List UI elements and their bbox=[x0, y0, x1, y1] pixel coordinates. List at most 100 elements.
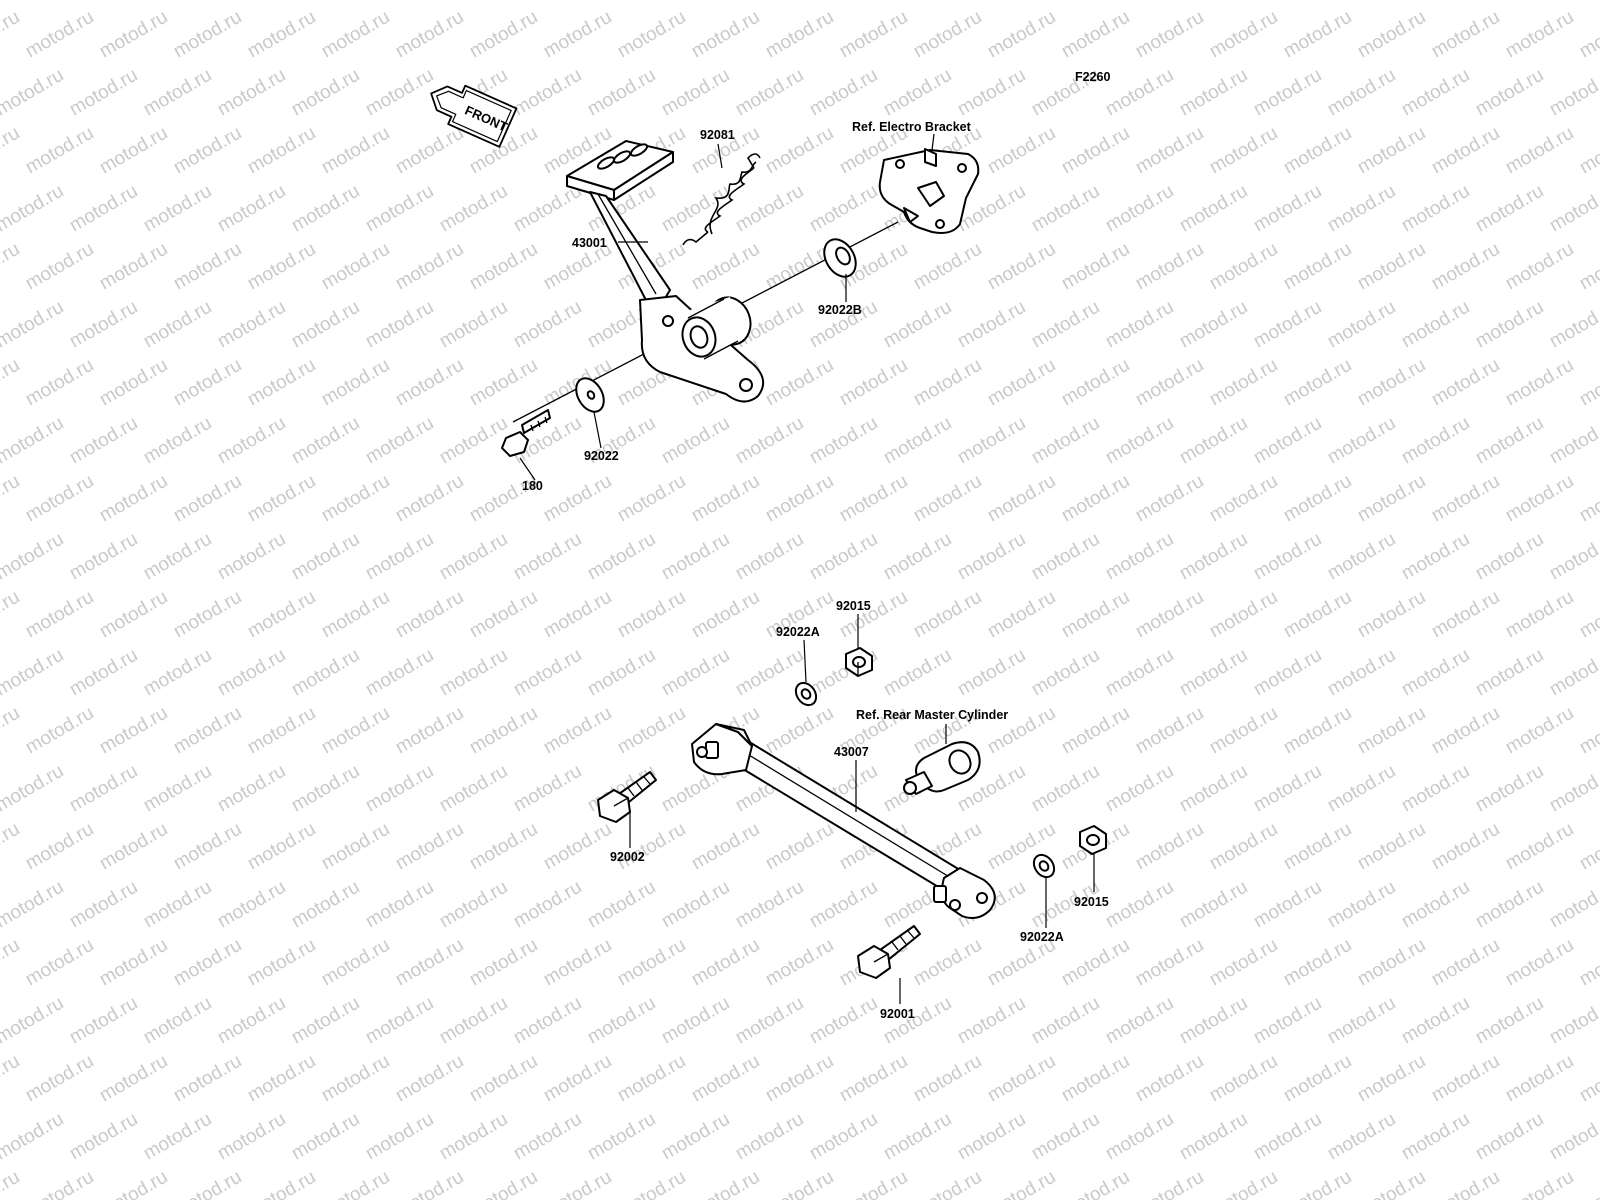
watermark-text: motod.ru bbox=[836, 587, 911, 643]
watermark-text: motod.ru bbox=[1472, 993, 1547, 1049]
watermark-text: motod.ru bbox=[1102, 877, 1177, 933]
watermark-text: motod.ru bbox=[688, 587, 763, 643]
watermark-text: motod.ru bbox=[288, 761, 363, 817]
watermark-text: motod.ru bbox=[658, 645, 733, 701]
watermark-text: motod.ru bbox=[1546, 529, 1600, 585]
return-spring bbox=[682, 153, 761, 246]
watermark-text: motod.ru bbox=[1102, 0, 1177, 4]
watermark-text: motod.ru bbox=[1324, 877, 1399, 933]
figure-code: F2260 bbox=[1075, 70, 1110, 84]
watermark-text: motod.ru bbox=[1176, 0, 1251, 4]
watermark-text: motod.ru bbox=[318, 1051, 393, 1107]
watermark-text: motod.ru bbox=[1546, 993, 1600, 1049]
watermark-text: motod.ru bbox=[540, 7, 615, 63]
watermark-text: motod.ru bbox=[288, 413, 363, 469]
label-92022a-top: 92022A bbox=[776, 625, 820, 639]
watermark-text: motod.ru bbox=[1176, 645, 1251, 701]
watermark-text: motod.ru bbox=[1502, 1051, 1577, 1107]
watermark-text: motod.ru bbox=[1028, 529, 1103, 585]
watermark-text: motod.ru bbox=[510, 529, 585, 585]
label-92015-bottom: 92015 bbox=[1074, 895, 1109, 909]
watermark-text: motod.ru bbox=[1132, 1051, 1207, 1107]
watermark-text: motod.ru bbox=[362, 529, 437, 585]
watermark-text: motod.ru bbox=[1132, 703, 1207, 759]
watermark-text: motod.ru bbox=[1250, 1109, 1325, 1165]
watermark-text: motod.ru bbox=[1176, 413, 1251, 469]
watermark-text: motod.ru bbox=[66, 993, 141, 1049]
watermark-text: motod.ru bbox=[392, 239, 467, 295]
nut-92015-top bbox=[845, 647, 873, 677]
watermark-text: motod.ru bbox=[1176, 297, 1251, 353]
watermark-text: motod.ru bbox=[1250, 761, 1325, 817]
watermark-text: motod.ru bbox=[880, 0, 955, 4]
watermark-text: motod.ru bbox=[66, 65, 141, 121]
watermark-text: motod.ru bbox=[1132, 355, 1207, 411]
watermark-text: motod.ru bbox=[96, 703, 171, 759]
watermark-text: motod.ru bbox=[954, 993, 1029, 1049]
watermark-text: motod.ru bbox=[392, 1051, 467, 1107]
nut-92015-bottom bbox=[1079, 825, 1107, 855]
label-92002: 92002 bbox=[610, 850, 645, 864]
watermark-text: motod.ru bbox=[170, 7, 245, 63]
washer-92022a-top bbox=[794, 681, 818, 707]
watermark-text: motod.ru bbox=[1398, 761, 1473, 817]
watermark-text: motod.ru bbox=[0, 1051, 23, 1107]
watermark-text: motod.ru bbox=[1250, 529, 1325, 585]
watermark-text: motod.ru bbox=[880, 1109, 955, 1165]
watermark-text: motod.ru bbox=[170, 587, 245, 643]
watermark-text: motod.ru bbox=[1398, 877, 1473, 933]
watermark-text: motod.ru bbox=[1280, 355, 1355, 411]
watermark-text: motod.ru bbox=[584, 877, 659, 933]
watermark-text: motod.ru bbox=[658, 1109, 733, 1165]
watermark-text: motod.ru bbox=[836, 1051, 911, 1107]
watermark-text: motod.ru bbox=[984, 123, 1059, 179]
watermark-text: motod.ru bbox=[1576, 355, 1600, 411]
watermark-text: motod.ru bbox=[762, 935, 837, 991]
watermark-text: motod.ru bbox=[392, 7, 467, 63]
watermark-text: motod.ru bbox=[1354, 471, 1429, 527]
watermark-text: motod.ru bbox=[1206, 1167, 1281, 1200]
watermark-text: motod.ru bbox=[466, 819, 541, 875]
watermark-text: motod.ru bbox=[1132, 123, 1207, 179]
watermark-text: motod.ru bbox=[170, 935, 245, 991]
watermark-text: motod.ru bbox=[66, 645, 141, 701]
watermark-text: motod.ru bbox=[806, 65, 881, 121]
watermark-text: motod.ru bbox=[1502, 355, 1577, 411]
watermark-text: motod.ru bbox=[244, 935, 319, 991]
watermark-text: motod.ru bbox=[1398, 645, 1473, 701]
watermark-text: motod.ru bbox=[806, 877, 881, 933]
watermark-text: motod.ru bbox=[96, 819, 171, 875]
watermark-text: motod.ru bbox=[584, 1109, 659, 1165]
watermark-text: motod.ru bbox=[614, 587, 689, 643]
watermark-text: motod.ru bbox=[984, 355, 1059, 411]
washer-92022 bbox=[575, 377, 605, 413]
watermark-text: motod.ru bbox=[1502, 239, 1577, 295]
watermark-text: motod.ru bbox=[880, 297, 955, 353]
watermark-text: motod.ru bbox=[362, 65, 437, 121]
watermark-text: motod.ru bbox=[1176, 761, 1251, 817]
watermark-text: motod.ru bbox=[732, 993, 807, 1049]
watermark-text: motod.ru bbox=[1324, 993, 1399, 1049]
watermark-text: motod.ru bbox=[288, 529, 363, 585]
label-180: 180 bbox=[522, 479, 543, 493]
watermark-text: motod.ru bbox=[140, 761, 215, 817]
watermark-text: motod.ru bbox=[540, 1167, 615, 1200]
watermark-text: motod.ru bbox=[436, 0, 511, 4]
watermark-text: motod.ru bbox=[1280, 587, 1355, 643]
watermark-text: motod.ru bbox=[22, 1167, 97, 1200]
watermark-text: motod.ru bbox=[1354, 819, 1429, 875]
watermark-text: motod.ru bbox=[1132, 819, 1207, 875]
watermark-text: motod.ru bbox=[1058, 935, 1133, 991]
watermark-text: motod.ru bbox=[614, 935, 689, 991]
watermark-text: motod.ru bbox=[540, 819, 615, 875]
watermark-text: motod.ru bbox=[614, 471, 689, 527]
watermark-text: motod.ru bbox=[318, 587, 393, 643]
watermark-text: motod.ru bbox=[910, 355, 985, 411]
watermark-text: motod.ru bbox=[436, 529, 511, 585]
watermark-text: motod.ru bbox=[1428, 7, 1503, 63]
watermark-text: motod.ru bbox=[1132, 471, 1207, 527]
watermark-text: motod.ru bbox=[1324, 645, 1399, 701]
watermark-text: motod.ru bbox=[1576, 1051, 1600, 1107]
watermark-text: motod.ru bbox=[0, 181, 67, 237]
watermark-text: motod.ru bbox=[1546, 297, 1600, 353]
